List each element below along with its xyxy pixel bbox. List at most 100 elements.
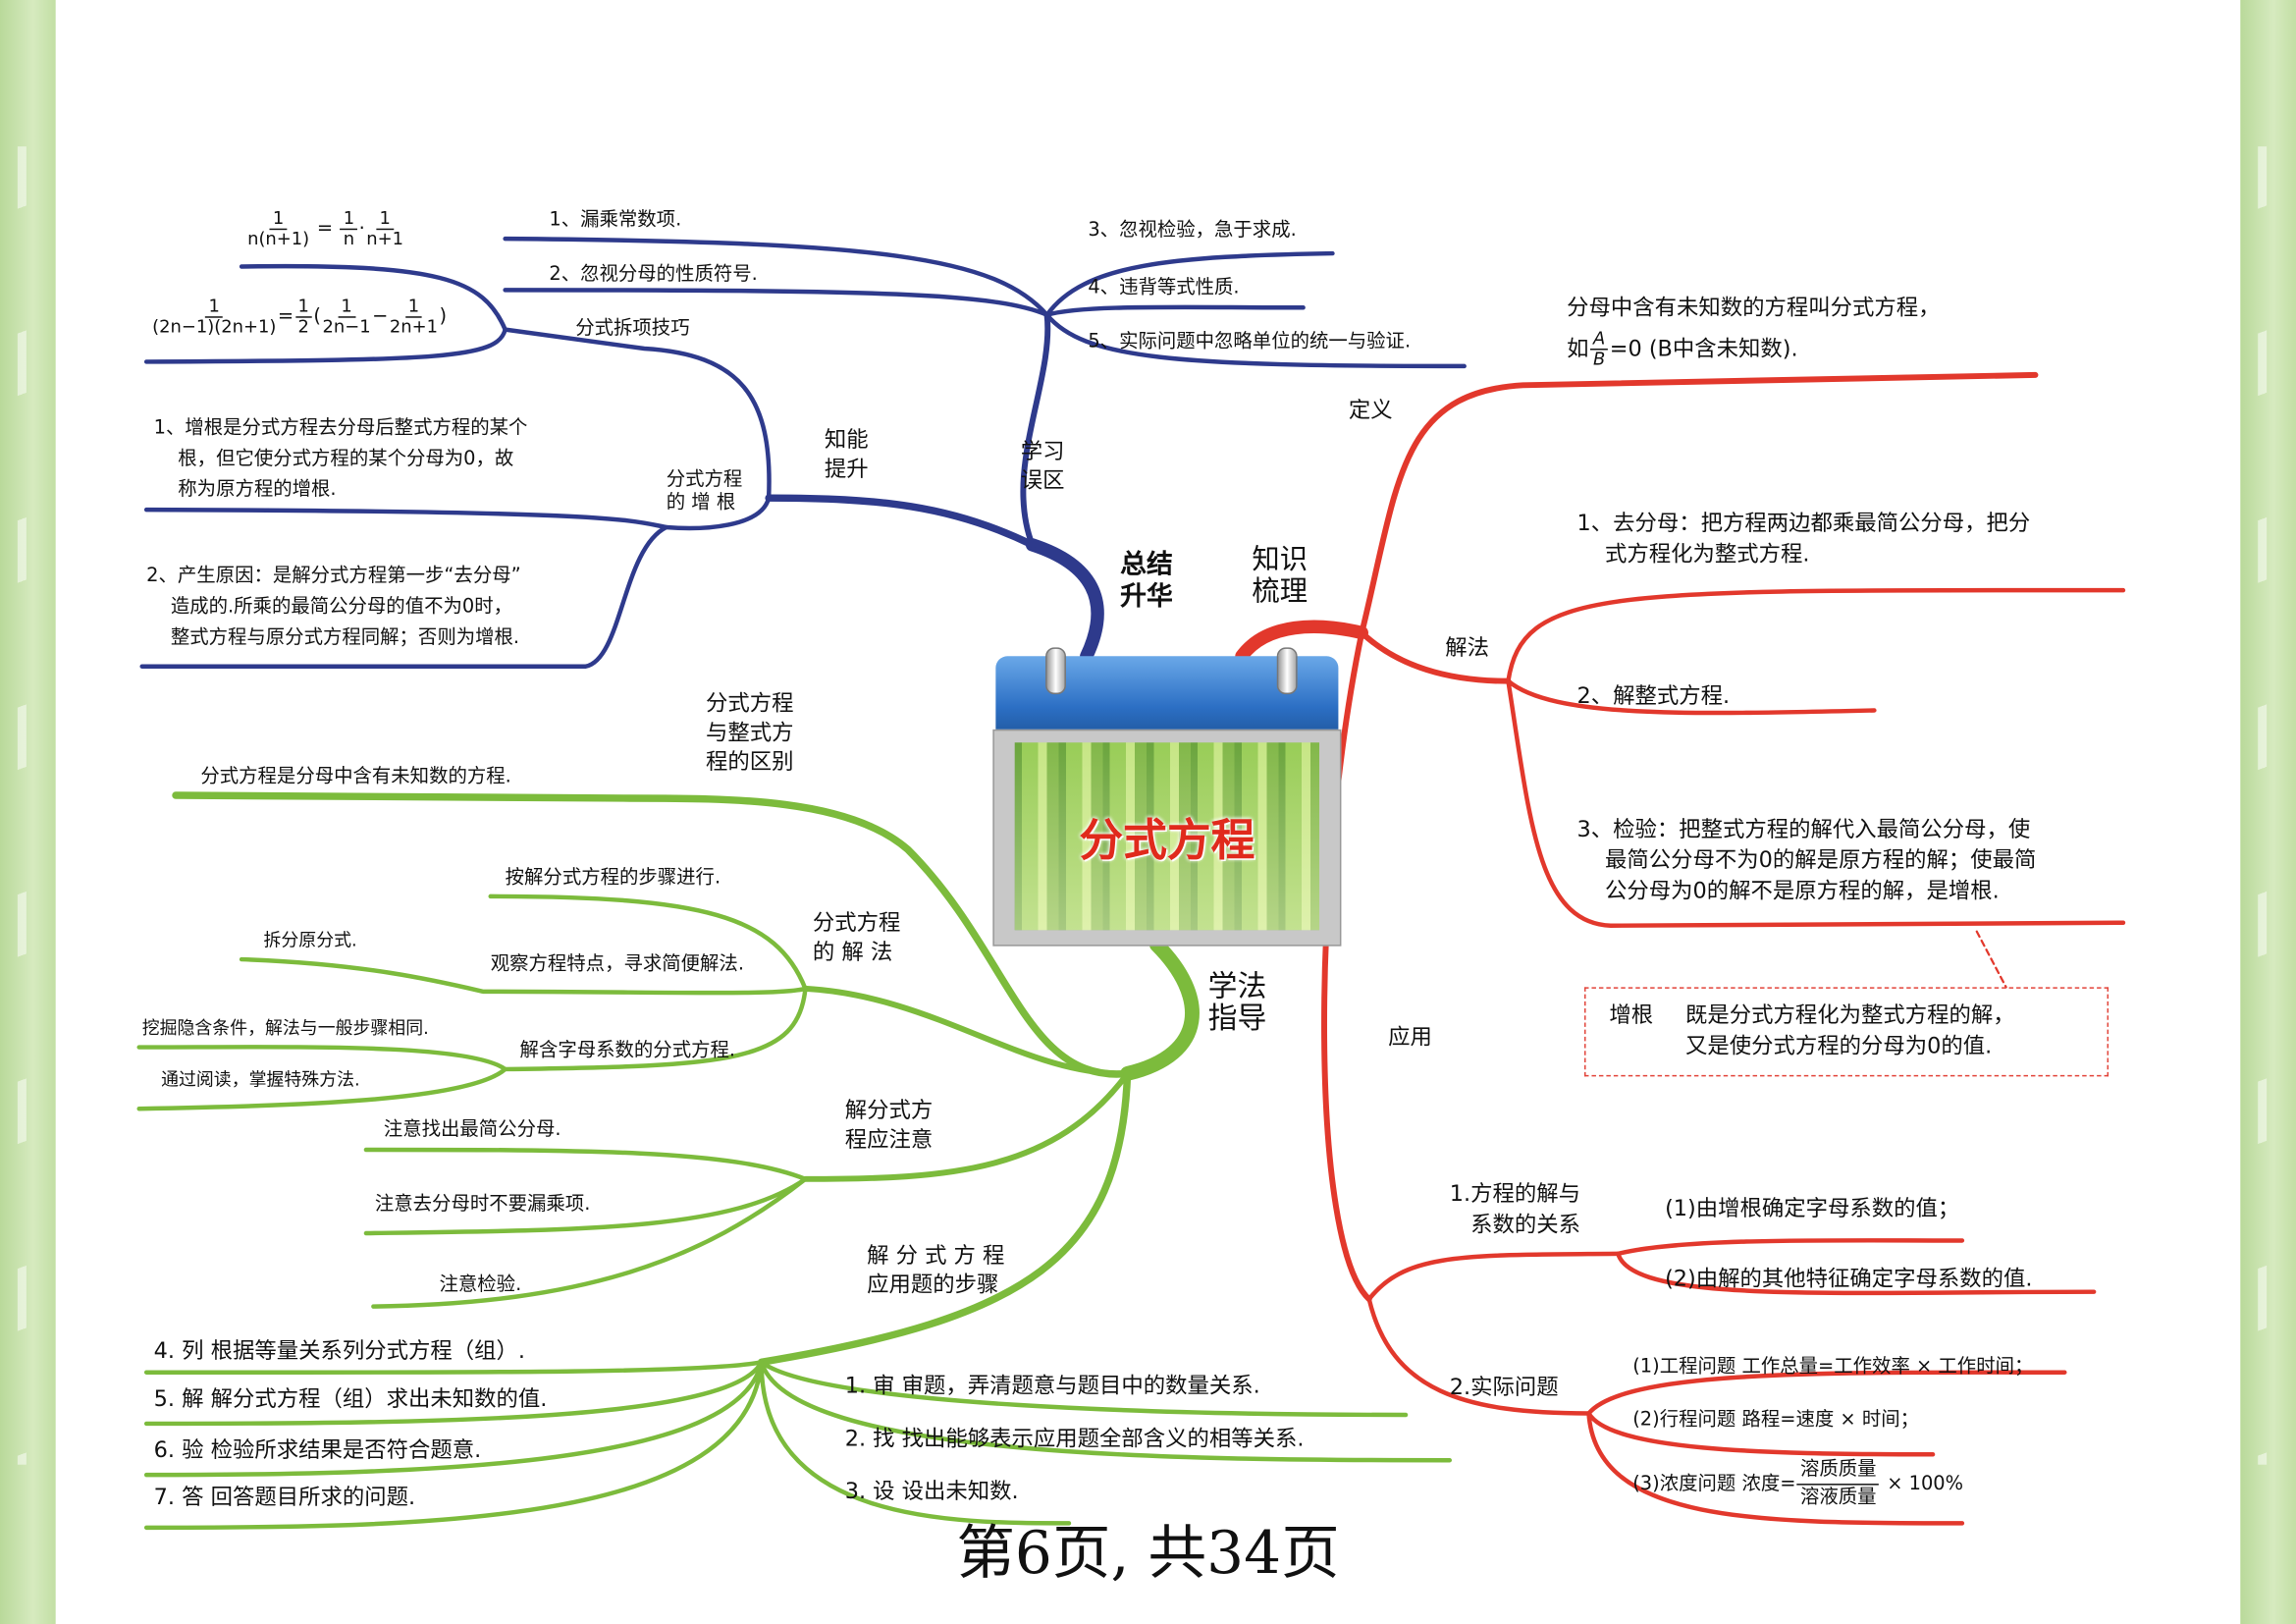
practical-item: (1)工程问题 工作总量=工作效率 × 工作时间；: [1632, 1356, 2034, 1379]
extraneous-root-note: 增根 既是分式方程化为整式方程的解， 又是使分式方程的分母为0的值.: [1584, 987, 2109, 1077]
step-item: 5. 解 解分式方程（组）求出未知数的值.: [153, 1385, 548, 1412]
calendar-header: [995, 647, 1339, 730]
note-text: 既是分式方程化为整式方程的解， 又是使分式方程的分母为0的值.: [1684, 1001, 2015, 1059]
denominator: 2n+1: [389, 316, 439, 338]
practical-item-concentration: (3)浓度问题 浓度=溶质质量溶液质量 × 100%: [1632, 1457, 1963, 1511]
root-item-1: 1、增根是分式方程去分母后整式方程的某个 根，但它使分式方程的某个分母为0，故 …: [153, 417, 528, 502]
practical-item: (2)行程问题 路程=速度 × 时间；: [1632, 1409, 1920, 1432]
step-item: 6. 验 检验所求结果是否符合题意.: [153, 1436, 482, 1464]
text: =0 (B中含未知数).: [1609, 335, 1798, 362]
node-split-technique: 分式拆项技巧: [575, 317, 690, 341]
node-difference: 分式方程 与整式方 程的区别: [705, 689, 794, 776]
branch-split: [503, 327, 772, 501]
node-relation: 1.方程的解与 系数的关系: [1449, 1180, 1581, 1238]
calendar-ring-icon: [1276, 647, 1298, 695]
equals: =: [316, 218, 334, 241]
denominator: B: [1592, 349, 1606, 369]
node-practical: 2.实际问题: [1449, 1374, 1559, 1401]
step-item: 4. 列 根据等量关系列分式方程（组）.: [153, 1336, 525, 1364]
node-word-problem: 解 分 式 方 程 应用题的步骤: [867, 1241, 1005, 1298]
red-branches: [1235, 371, 2126, 1526]
node-extraneous-root: 分式方程 的 增 根: [666, 468, 743, 514]
pitfall-item: 3、忽视检验，急于求成.: [1088, 219, 1297, 243]
text: (3)浓度问题 浓度=: [1632, 1473, 1796, 1496]
pitfall-item: 5、实际问题中忽略单位的统一与验证.: [1088, 331, 1412, 353]
dot: ·: [358, 218, 365, 241]
pitfall-item: 4、违背等式性质.: [1088, 276, 1240, 299]
bamboo-image: [1014, 742, 1320, 931]
solving-sub-item: 挖掘隐含条件，解法与一般步骤相同.: [141, 1017, 429, 1039]
line-formula2: [143, 327, 507, 364]
node-solving: 分式方程 的 解 法: [812, 909, 901, 966]
node-ability: 知能 提升: [824, 426, 869, 482]
minus: −: [372, 305, 389, 329]
note-term: 增根: [1609, 1001, 1654, 1029]
page-number: 第6页, 共34页: [956, 1520, 1340, 1589]
text: × 100%: [1887, 1473, 1964, 1496]
attention-item: 注意去分母时不要漏乘项.: [374, 1193, 591, 1217]
numerator: 1: [205, 297, 223, 318]
solving-item: 观察方程特点，寻求简便解法.: [490, 953, 744, 976]
solving-sub-item: 通过阅读，掌握特殊方法.: [161, 1068, 360, 1090]
bamboo-border-left: [0, 0, 56, 1624]
green-branches: [136, 791, 1453, 1531]
attention-item: 注意检验.: [439, 1273, 522, 1297]
numerator: 1: [376, 209, 394, 231]
blue-trunk: [1025, 538, 1104, 663]
solving-item: 按解分式方程的步骤进行.: [505, 867, 721, 890]
solution-step: 2、解整式方程.: [1576, 682, 1731, 709]
branch-ability: [765, 494, 1037, 549]
node-definition: 定义: [1348, 397, 1393, 424]
solving-sub-item: 拆分原分式.: [263, 930, 357, 951]
difference-item: 分式方程是分母中含有未知数的方程.: [200, 766, 511, 788]
denominator: n(n+1): [247, 228, 310, 249]
denominator: 2: [297, 316, 309, 338]
solution-step: 1、去分母：把方程两边都乘最简公分母，把分 式方程化为整式方程.: [1576, 510, 2031, 568]
line-pit5: [1044, 312, 1467, 369]
denominator: 2n−1: [322, 316, 371, 338]
numerator: 1: [269, 209, 288, 231]
numerator: A: [1590, 329, 1609, 351]
denominator: (2n−1)(2n+1): [152, 316, 277, 338]
line-pit3: [1044, 250, 1335, 317]
hub-methods: 学法 指导: [1207, 968, 1267, 1036]
line-formula1: [239, 263, 507, 332]
equals: =: [277, 305, 294, 329]
denominator: n+1: [366, 228, 404, 249]
line-root2: [139, 524, 668, 669]
node-application: 应用: [1388, 1023, 1432, 1051]
central-calendar: 分式方程: [992, 647, 1342, 947]
calendar-ring-icon: [1045, 647, 1066, 695]
step-item: 2. 找 找出能够表示应用题全部含义的相等关系.: [844, 1425, 1305, 1452]
step-item: 1. 审 审题，弄清题意与题目中的数量关系.: [844, 1372, 1260, 1399]
numerator: 1: [340, 209, 358, 231]
node-pitfalls: 学习 误区: [1020, 438, 1065, 494]
solution-step: 3、检验：把整式方程的解代入最简公分母，使 最简公分母不为0的解是原方程的解；使…: [1576, 815, 2037, 904]
central-title: 分式方程: [1079, 815, 1255, 868]
relation-item: (1)由增根确定字母系数的值；: [1665, 1195, 1960, 1222]
numerator: 1: [404, 297, 423, 318]
definition-line1: 分母中含有未知数的方程叫分式方程，: [1567, 294, 1941, 321]
branch-pitfalls: [1020, 311, 1051, 548]
bamboo-border-right: [2240, 0, 2296, 1624]
numerator: 溶质质量: [1796, 1457, 1880, 1486]
numerator: 1: [338, 297, 355, 318]
branch-root: [143, 495, 772, 531]
blue-branches: [139, 236, 1467, 669]
line-pit4: [1044, 304, 1306, 317]
node-solution: 解法: [1445, 633, 1490, 661]
hub-summary: 总结 升华: [1120, 549, 1173, 613]
paren: (: [313, 305, 322, 329]
root-item-2: 2、产生原因：是解分式方程第一步“去分母” 造成的.所乘的最简公分母的值不为0时…: [146, 565, 521, 649]
text: 如: [1567, 335, 1589, 362]
solving-item: 解含字母系数的分式方程.: [519, 1040, 736, 1062]
paren: ): [439, 305, 448, 329]
pitfall-item: 1、漏乘常数项.: [549, 209, 682, 232]
relation-item: (2)由解的其他特征确定字母系数的值.: [1665, 1265, 2033, 1292]
calendar-body: 分式方程: [992, 729, 1342, 947]
denominator: n: [343, 228, 355, 249]
